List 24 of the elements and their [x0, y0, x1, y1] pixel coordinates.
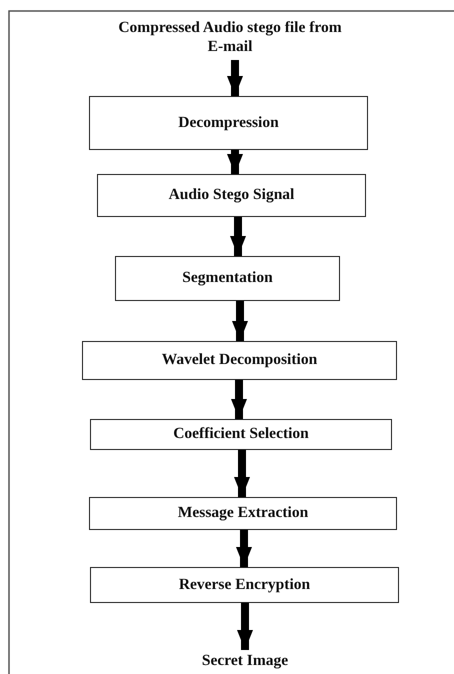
process-box [89, 497, 397, 530]
box-label: Reverse Encryption [178, 576, 310, 594]
process-box [90, 567, 399, 603]
arrow [232, 301, 248, 341]
process-box [97, 174, 366, 217]
process-box [82, 341, 397, 380]
box-label: Segmentation [182, 269, 273, 288]
arrow [227, 150, 243, 174]
process-box [115, 256, 340, 301]
arrow [236, 530, 252, 567]
process-box [89, 96, 368, 150]
box-label: Secret Image [202, 652, 288, 670]
box-label: Message Extraction [178, 504, 308, 523]
box-label: Compressed Audio stego file from E-mail [117, 19, 343, 57]
arrow [227, 60, 243, 96]
box-label: Wavelet Decomposition [162, 351, 318, 370]
arrow [237, 603, 253, 650]
arrow [234, 450, 250, 497]
process-box [90, 419, 392, 450]
box-label: Decompression [178, 114, 279, 132]
box-label: Coefficient Selection [173, 425, 309, 444]
arrow [231, 380, 247, 419]
box-label: Audio Stego Signal [168, 186, 294, 205]
arrow [230, 217, 246, 256]
